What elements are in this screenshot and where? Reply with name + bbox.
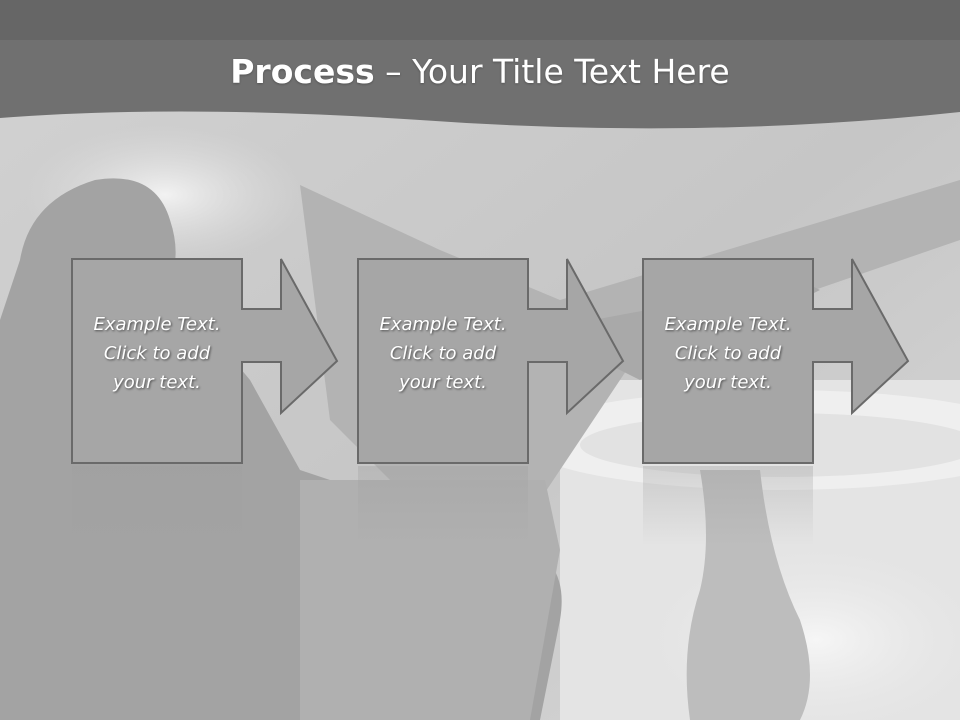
step-reflection	[358, 466, 528, 546]
title-rest: – Your Title Text Here	[374, 52, 730, 91]
process-step-3[interactable]: Example Text. Click to add your text.	[642, 258, 910, 464]
process-step-1[interactable]: Example Text. Click to add your text.	[71, 258, 339, 464]
step-reflection	[72, 466, 242, 546]
process-step-2[interactable]: Example Text. Click to add your text.	[357, 258, 625, 464]
arrow-right-icon	[642, 258, 910, 464]
step-text: Example Text. Click to add your text.	[379, 314, 507, 393]
arrow-right-icon	[71, 258, 339, 464]
arrow-right-icon	[357, 258, 625, 464]
step-text: Example Text. Click to add your text.	[664, 314, 792, 393]
slide-title: Process – Your Title Text Here	[0, 52, 960, 91]
step-text: Example Text. Click to add your text.	[93, 314, 221, 393]
title-bold: Process	[230, 52, 375, 91]
step-reflection	[643, 466, 813, 546]
